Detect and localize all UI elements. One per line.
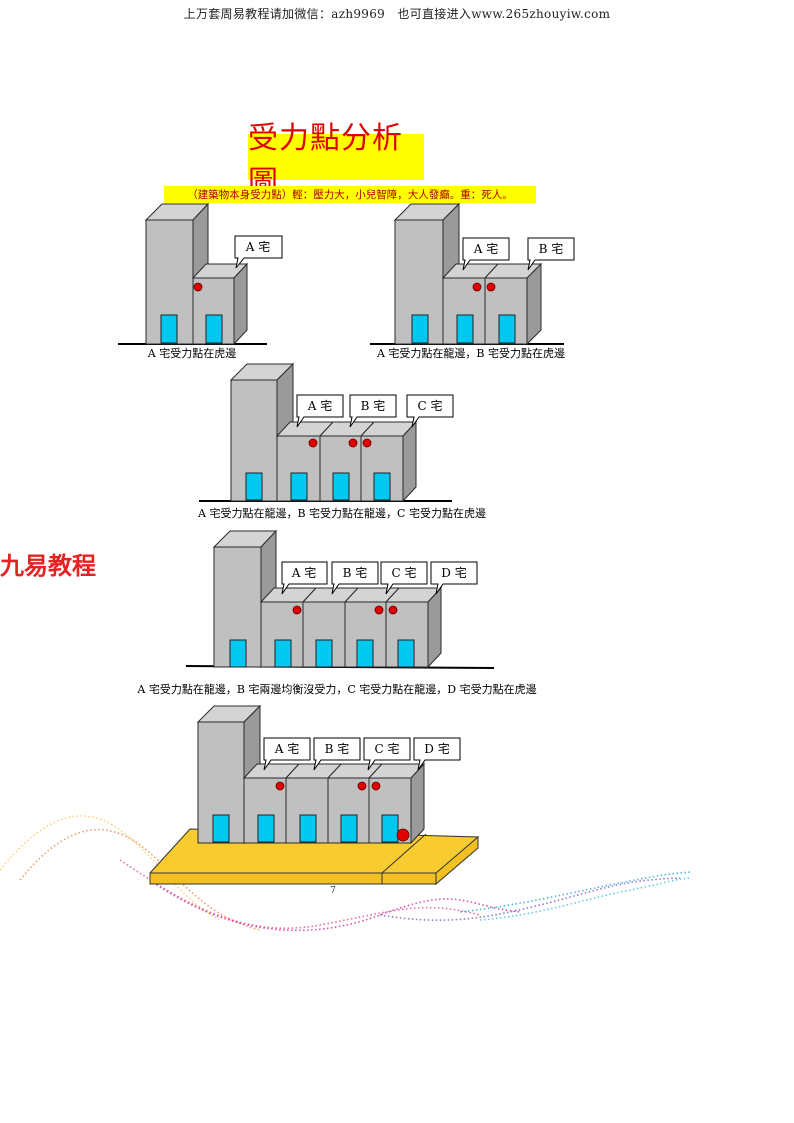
- callout-d: D 宅: [413, 737, 461, 771]
- svg-text:D 宅: D 宅: [441, 565, 466, 580]
- callout-c: C 宅: [406, 394, 454, 428]
- callout-c: C 宅: [363, 737, 411, 771]
- diagram-5: A 宅 B 宅 C 宅 D 宅: [149, 704, 480, 886]
- page-header: 上万套周易教程请加微信：azh9969 也可直接进入www.265zhouyiw…: [183, 7, 611, 21]
- callout-a: A 宅: [234, 235, 283, 269]
- svg-text:B 宅: B 宅: [343, 565, 368, 580]
- diagram-4-caption: A 宅受力點在龍邊，B 宅兩邊均衡沒受力，C 宅受力點在龍邊，D 宅受力點在虎邊: [136, 682, 536, 696]
- callout-b: B 宅: [527, 237, 575, 271]
- diagram-3-caption: A 宅受力點在龍邊，B 宅受力點在龍邊，C 宅受力點在虎邊: [197, 506, 486, 520]
- svg-text:C 宅: C 宅: [418, 398, 443, 413]
- svg-text:B 宅: B 宅: [325, 741, 350, 756]
- svg-text:A 宅: A 宅: [307, 398, 332, 413]
- diagram-4: A 宅 B 宅 C 宅 D 宅 A 宅受力點在龍邊，B 宅兩邊均衡沒受力，C 宅…: [136, 529, 537, 696]
- svg-text:A 宅: A 宅: [274, 741, 299, 756]
- callout-b: B 宅: [331, 561, 379, 595]
- svg-text:A 宅: A 宅: [473, 241, 498, 256]
- svg-text:C 宅: C 宅: [375, 741, 400, 756]
- svg-text:B 宅: B 宅: [539, 241, 564, 256]
- decorative-wave: [0, 815, 691, 932]
- watermark-logo: 九易教程: [0, 552, 96, 580]
- callout-b: B 宅: [349, 394, 397, 428]
- page-number: 7: [330, 886, 336, 896]
- callout-b: B 宅: [313, 737, 361, 771]
- svg-text:B 宅: B 宅: [361, 398, 386, 413]
- callout-c: C 宅: [380, 561, 428, 595]
- svg-text:C 宅: C 宅: [392, 565, 417, 580]
- svg-text:A 宅: A 宅: [291, 565, 316, 580]
- platform-front-left: [149, 872, 383, 885]
- callout-a: A 宅: [263, 737, 311, 771]
- svg-text:D 宅: D 宅: [424, 741, 449, 756]
- diagram-3: A 宅 B 宅 C 宅 A 宅受力點在龍邊，B 宅受力點在龍邊，C 宅受力點在虎…: [197, 362, 486, 520]
- platform-front-right: [381, 872, 437, 885]
- callout-a: A 宅: [462, 237, 510, 271]
- callout-a: A 宅: [296, 394, 344, 428]
- diagram-2: A 宅 B 宅 A 宅受力點在龍邊，B 宅受力點在虎邊: [370, 202, 575, 360]
- page-subtitle: （建築物本身受力點）輕：壓力大，小兒智障，大人發癲。重：死人。: [164, 186, 536, 203]
- callout-d: D 宅: [430, 561, 478, 595]
- diagram-1: A 宅 A 宅受力點在虎邊: [118, 202, 283, 360]
- diagram-1-caption: A 宅受力點在虎邊: [147, 346, 236, 360]
- diagram-2-caption: A 宅受力點在龍邊，B 宅受力點在虎邊: [376, 346, 565, 360]
- svg-text:A 宅: A 宅: [245, 239, 270, 254]
- callout-a: A 宅: [281, 561, 328, 595]
